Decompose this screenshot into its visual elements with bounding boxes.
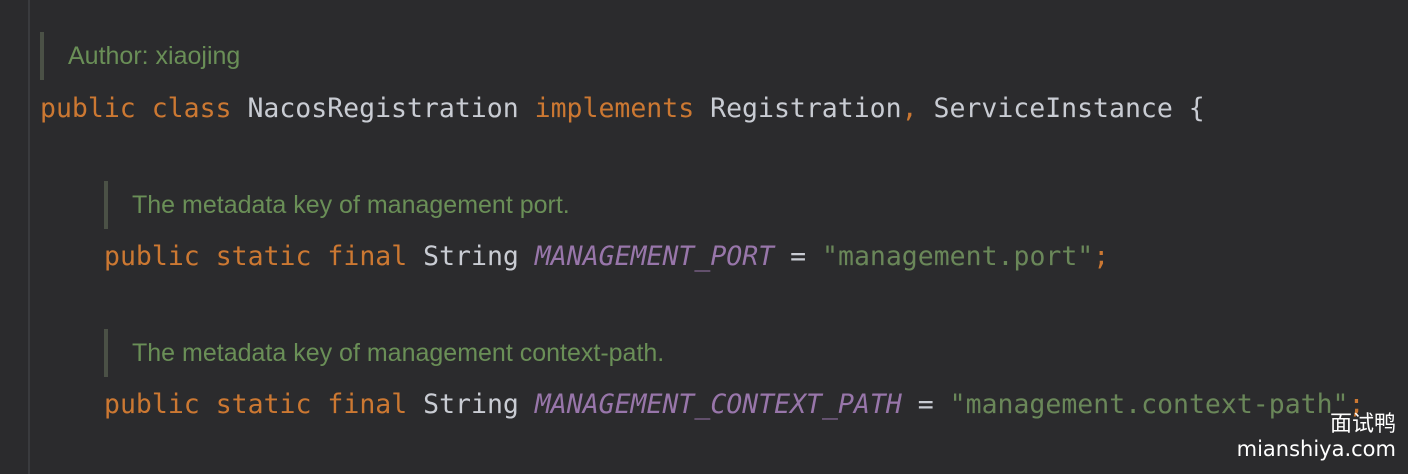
field-management-port-line[interactable]: public static final String MANAGEMENT_PO…	[104, 239, 1109, 275]
identifier-token: NacosRegistration	[231, 93, 535, 124]
whitespace-token	[200, 389, 216, 420]
whitespace-token	[200, 241, 216, 272]
class-declaration-line[interactable]: public class NacosRegistration implement…	[40, 91, 1205, 127]
keyword-token: final	[327, 241, 408, 272]
doc-comment-author: Author: xiaojing	[40, 32, 240, 80]
watermark-domain: mianshiya.com	[1236, 437, 1396, 461]
keyword-token: ;	[1348, 389, 1365, 420]
keyword-token: static	[215, 389, 312, 420]
keyword-token: public	[104, 241, 200, 272]
keyword-token: final	[327, 389, 408, 420]
keyword-token: ;	[1093, 241, 1110, 272]
keyword-token: class	[151, 93, 232, 124]
whitespace-token	[136, 93, 152, 124]
keyword-token: implements	[534, 93, 695, 124]
identifier-token: ServiceInstance {	[917, 93, 1205, 124]
identifier-token: =	[901, 389, 950, 420]
identifier-token: String	[407, 241, 535, 272]
keyword-token: public	[40, 93, 136, 124]
identifier-token: Registration	[694, 93, 902, 124]
string-token: "management.port"	[822, 241, 1094, 272]
identifier-token: String	[407, 389, 535, 420]
doc-comment-management-context-path: The metadata key of management context-p…	[104, 329, 664, 377]
whitespace-token	[311, 389, 327, 420]
keyword-token: public	[104, 389, 200, 420]
constant-token: MANAGEMENT_PORT	[534, 241, 775, 272]
watermark-chinese: 面试鸭	[1329, 412, 1396, 437]
keyword-token: static	[215, 241, 312, 272]
doc-comment-management-port: The metadata key of management port.	[104, 181, 570, 229]
identifier-token: =	[774, 241, 823, 272]
whitespace-token	[311, 241, 327, 272]
gutter-divider	[28, 0, 30, 474]
field-management-context-path-line[interactable]: public static final String MANAGEMENT_CO…	[104, 387, 1364, 423]
constant-token: MANAGEMENT_CONTEXT_PATH	[534, 389, 902, 420]
keyword-token: ,	[901, 93, 918, 124]
string-token: "management.context-path"	[949, 389, 1349, 420]
